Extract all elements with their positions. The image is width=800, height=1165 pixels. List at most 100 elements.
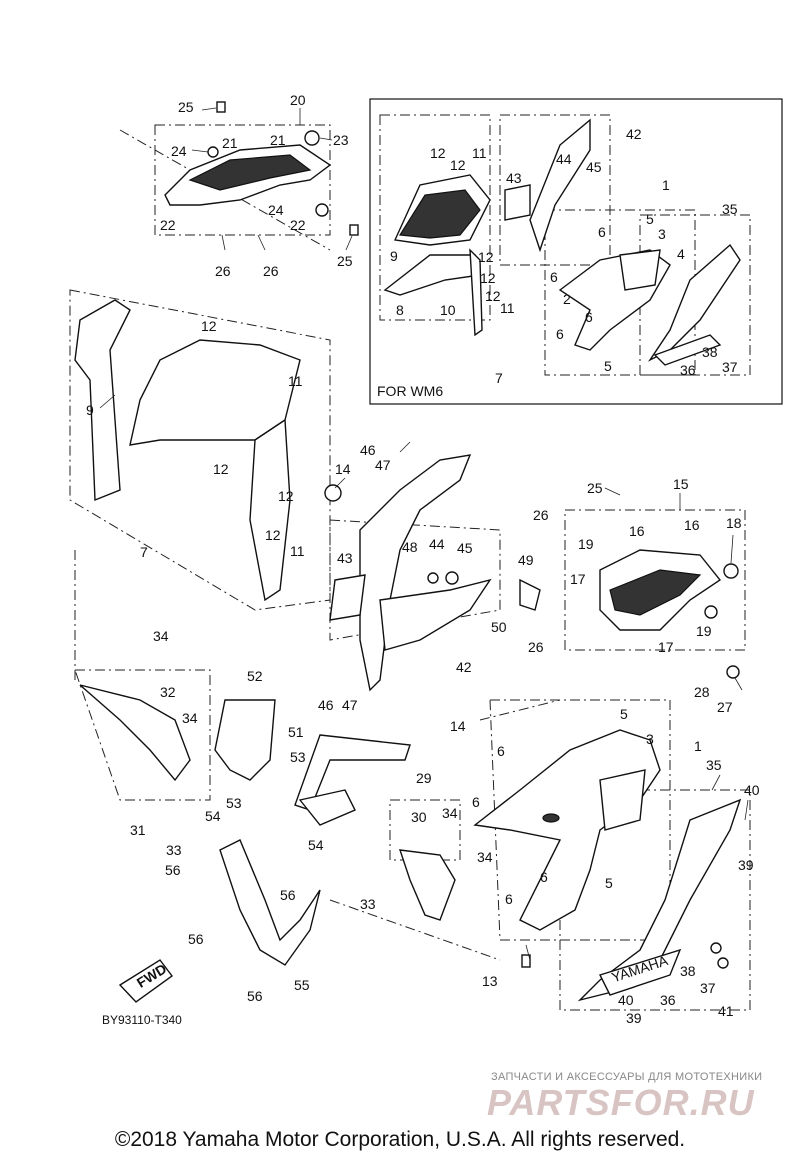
callout-7: 7 [140,544,148,560]
callout-46: 46 [318,697,334,713]
copyright-footer: ©2018 Yamaha Motor Corporation, U.S.A. A… [114,1128,686,1151]
bracket-52 [214,699,276,781]
inset-decal-3 [619,249,661,291]
inset-title: FOR WM6 [377,383,443,399]
grommet-45 [445,571,459,585]
inset-callout-6: 6 [585,309,593,325]
callout-32: 32 [160,684,176,700]
callout-56: 56 [165,862,181,878]
callout-27: 27 [717,699,733,715]
callout-14: 14 [450,718,466,734]
cowl-emblem [542,813,560,823]
leader-lines [99,107,749,961]
bolt-25 [216,101,226,113]
callout-25: 25 [178,99,194,115]
callout-51: 51 [288,724,304,740]
callout-24: 24 [268,202,284,218]
callout-17: 17 [570,571,586,587]
decal-3 [599,769,646,831]
callout-39: 39 [626,1010,642,1026]
callout-54: 54 [308,837,324,853]
callout-36: 36 [660,992,676,1008]
callout-12: 12 [278,488,294,504]
callout-34: 34 [477,849,493,865]
inset-callout-4: 4 [677,246,685,262]
group-outline-20 [154,124,331,236]
callout-9: 9 [86,402,94,418]
grommet-18 [723,563,739,579]
callout-1: 1 [694,738,702,754]
grommet-37 [717,957,729,969]
inset-callout-12: 12 [430,145,446,161]
duct-lower-42 [379,578,492,651]
lower-cover-55 [219,839,321,966]
inset-callout-7: 7 [495,370,503,386]
callout-3: 3 [646,731,654,747]
inset-group-35 [639,214,751,376]
callout-6: 6 [505,891,513,907]
callout-6: 6 [472,794,480,810]
callout-34: 34 [442,805,458,821]
inset-callout-5: 5 [646,211,654,227]
callout-53: 53 [226,795,242,811]
callout-38: 38 [680,963,696,979]
callout-6: 6 [540,869,548,885]
callout-6: 6 [497,743,505,759]
callout-12: 12 [265,527,281,543]
callout-33: 33 [360,896,376,912]
decal-43 [329,574,366,621]
callout-49: 49 [518,552,534,568]
callout-19: 19 [578,536,594,552]
callout-26: 26 [263,263,279,279]
fwd-arrow [118,959,173,1003]
inset-callout-38: 38 [702,344,718,360]
callout-30: 30 [411,809,427,825]
callout-11: 11 [288,373,303,389]
inset-duct-42 [529,118,591,253]
inset-callout-44: 44 [556,151,572,167]
grommet-23 [304,130,320,146]
inset-callout-42: 42 [626,126,642,142]
inset-callout-1: 1 [662,177,670,193]
group-outline-31 [74,669,211,801]
collar-44 [427,572,439,584]
stay-51 [294,734,411,811]
decal-36 [599,948,682,996]
inset-callout-12: 12 [480,270,496,286]
callout-5: 5 [605,875,613,891]
inset-callout-12: 12 [485,288,501,304]
callout-43: 43 [337,550,353,566]
callout-12: 12 [213,461,229,477]
diagram-code: BY93110-T340 [102,1013,182,1027]
decal-9 [74,299,131,502]
inset-callout-35: 35 [722,201,738,217]
inset-callout-36: 36 [680,362,696,378]
inset-decal-8 [383,254,481,296]
callout-25: 25 [587,480,603,496]
inset-group-7 [379,114,491,321]
callout-56: 56 [188,931,204,947]
group-outline-7 [69,289,331,611]
callout-53: 53 [290,749,306,765]
callout-56: 56 [247,988,263,1004]
callout-24: 24 [171,143,187,159]
callout-52: 52 [247,668,263,684]
inset-callout-5: 5 [604,358,612,374]
callout-44: 44 [429,536,445,552]
callout-28: 28 [694,684,710,700]
callout-12: 12 [201,318,217,334]
inset-callout-2: 2 [563,291,571,307]
callout-33: 33 [166,842,182,858]
group-outline-42 [329,519,501,641]
callout-22: 22 [290,217,306,233]
bolt-25b [349,224,359,236]
callout-20: 20 [290,92,306,108]
callout-47: 47 [375,457,391,473]
callout-50: 50 [491,619,507,635]
inset-decal-43 [504,184,531,221]
inset-cowl-9-shade [398,189,481,239]
inner-panel-31 [79,684,191,782]
inset-decal-36 [653,334,722,366]
collar-24 [207,146,219,158]
